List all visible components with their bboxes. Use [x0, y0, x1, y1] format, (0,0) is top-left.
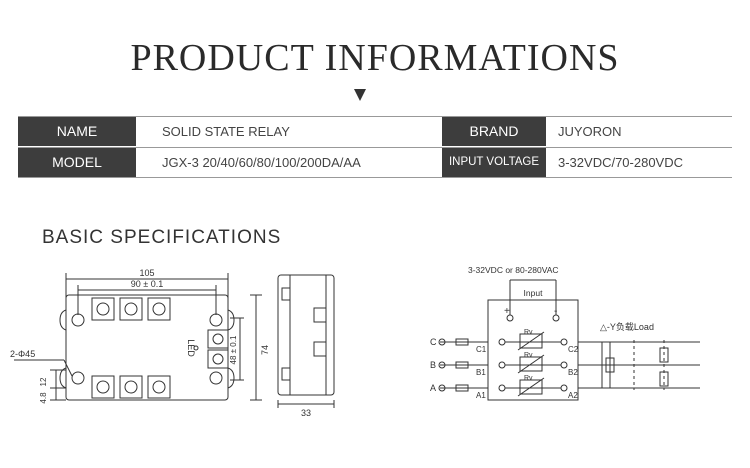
minus-label: -: [554, 306, 557, 317]
input-voltage-value: 3-32VDC/70-280VDC: [558, 155, 684, 170]
supply-label: 3-32VDC or 80-280VAC: [468, 265, 559, 275]
section-heading: BASIC SPECIFICATIONS: [42, 227, 282, 248]
dim-90: 90 ± 0.1: [131, 279, 163, 289]
table-row: MODEL JGX-3 20/40/60/80/100/200DA/AA INP…: [18, 147, 732, 177]
phase-a-label: A: [430, 383, 436, 393]
brand-label: BRAND: [442, 117, 546, 146]
down-arrow-icon: [354, 89, 366, 101]
led-label: LED: [186, 339, 196, 357]
page-title: PRODUCT INFORMATIONS: [130, 37, 620, 79]
terminal-a1: A1: [476, 391, 486, 400]
load-label: △-Y负载Load: [600, 321, 654, 332]
rv-label: Rv: [524, 352, 533, 359]
brand-value: JUYORON: [558, 124, 622, 139]
input-voltage-label: INPUT VOLTAGE: [442, 148, 546, 177]
name-value: SOLID STATE RELAY: [162, 124, 290, 139]
dim-4-8: 4.8: [39, 392, 48, 404]
phase-b-label: B: [430, 360, 436, 370]
table-row: NAME SOLID STATE RELAY BRAND JUYORON: [18, 117, 732, 146]
terminal-b1: B1: [476, 368, 486, 377]
dimension-drawing: 105 90 ± 0.1 2-Φ45 12 4.8 LED 48 ± 0.1 7…: [10, 268, 335, 418]
rv-label: Rv: [524, 375, 533, 382]
terminal-c2: C2: [568, 345, 579, 354]
dim-74: 74: [260, 345, 270, 355]
model-label: MODEL: [18, 148, 136, 177]
terminal-b2: B2: [568, 368, 578, 377]
dim-12: 12: [39, 377, 48, 386]
circuit-diagram: 3-32VDC or 80-280VAC Input + - △-Y负载Load…: [430, 265, 700, 401]
hole-label: 2-Φ45: [10, 349, 35, 359]
phase-c-label: C: [430, 337, 437, 347]
product-info-table: NAME SOLID STATE RELAY BRAND JUYORON MOD…: [18, 116, 732, 178]
dim-33: 33: [301, 408, 311, 418]
model-value: JGX-3 20/40/60/80/100/200DA/AA: [162, 155, 361, 170]
terminal-c1: C1: [476, 345, 487, 354]
terminal-a2: A2: [568, 391, 578, 400]
name-label: NAME: [18, 117, 136, 146]
plus-label: +: [504, 306, 510, 317]
input-label: Input: [524, 288, 544, 298]
dim-105: 105: [139, 268, 154, 278]
dim-48: 48 ± 0.1: [229, 335, 238, 364]
rv-label: Rv: [524, 329, 533, 336]
